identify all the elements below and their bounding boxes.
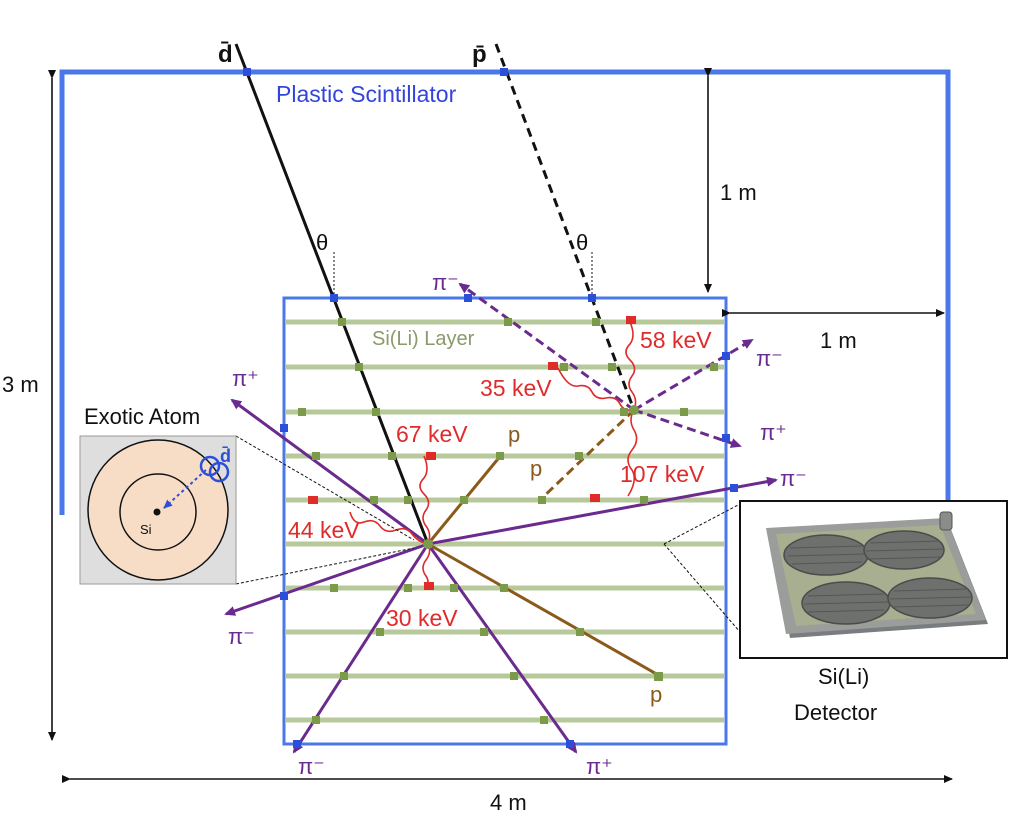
boundary-hits	[243, 68, 738, 748]
pion-track	[224, 542, 429, 616]
exotic-atom-label: Exotic Atom	[84, 404, 200, 429]
antideuteron-vertex	[423, 539, 433, 549]
energy-67-label: 67 keV	[396, 421, 468, 447]
proton-track	[538, 408, 636, 502]
pi-minus-far-right-label: π⁻	[780, 466, 807, 491]
detector-label-line1: Si(Li)	[818, 664, 869, 689]
proton-end-marker	[654, 672, 663, 681]
si-label: Si	[140, 522, 152, 537]
xray-lines	[349, 321, 638, 589]
xray-58	[625, 321, 637, 411]
antideuteron-label: d̄	[218, 41, 233, 68]
pi-minus-right-label: π⁻	[756, 346, 783, 371]
nucleus-dot	[153, 508, 161, 516]
xray-endpoints	[308, 316, 636, 590]
plastic-scintillator-label: Plastic Scintillator	[276, 81, 457, 107]
si-li-layer-label: Si(Li) Layer	[372, 328, 475, 350]
height-label: 3 m	[2, 372, 39, 397]
xray-35	[557, 367, 635, 412]
proton-track	[427, 542, 661, 678]
pi-minus-bottom-label: π⁻	[298, 754, 325, 779]
energy-44-label: 44 keV	[288, 517, 360, 543]
energy-35-label: 35 keV	[480, 375, 552, 401]
energy-107-label: 107 keV	[620, 461, 705, 487]
theta-label-d: θ	[316, 230, 328, 255]
theta-label-p: θ	[576, 230, 588, 255]
antiproton-track	[494, 43, 636, 411]
energy-30-label: 30 keV	[386, 605, 458, 631]
pi-plus-bottom-label: π⁺	[586, 754, 613, 779]
tracker-box	[282, 296, 728, 746]
xray-67	[419, 455, 431, 545]
exotic-atom-leader-bottom	[235, 547, 415, 585]
xray-44	[349, 511, 429, 545]
pi-plus-right-label: π⁺	[760, 420, 787, 445]
pion-track	[427, 476, 778, 546]
detector-leader-bottom	[663, 543, 741, 633]
width-label: 4 m	[490, 790, 527, 815]
detector-photo	[739, 500, 1008, 659]
d-bar-label: d̄	[220, 446, 231, 466]
pion-track	[633, 338, 754, 412]
antiproton-vertex	[629, 405, 639, 415]
detector-leader-top	[663, 503, 741, 545]
dimension-arrows	[48, 68, 953, 783]
pion-track	[633, 408, 742, 448]
exotic-atom-leader-top	[235, 435, 415, 541]
energy-58-label: 58 keV	[640, 327, 712, 353]
top-gap-label: 1 m	[720, 180, 757, 205]
pion-track	[458, 282, 635, 412]
side-gap-label: 1 m	[820, 328, 857, 353]
detector-label-line2: Detector	[794, 700, 877, 725]
xray-107	[627, 409, 638, 497]
pi-minus-top-label: π⁻	[432, 270, 459, 295]
proton-label-lower: p	[650, 682, 662, 707]
exotic-atom-inset: Si d̄	[79, 435, 237, 585]
antiproton-label: p̄	[472, 41, 487, 68]
proton-label-upper: p	[508, 422, 520, 447]
pi-minus-left-label: π⁻	[228, 624, 255, 649]
pion-track	[230, 398, 429, 546]
si-li-layers	[286, 319, 724, 723]
height-label-bg	[2, 370, 50, 398]
proton-label-middle: p	[530, 456, 542, 481]
pion-track	[426, 543, 578, 754]
antideuteron-orbit-b	[208, 461, 230, 483]
pi-plus-left-label: π⁺	[232, 366, 259, 391]
antiproton-products	[458, 282, 754, 502]
